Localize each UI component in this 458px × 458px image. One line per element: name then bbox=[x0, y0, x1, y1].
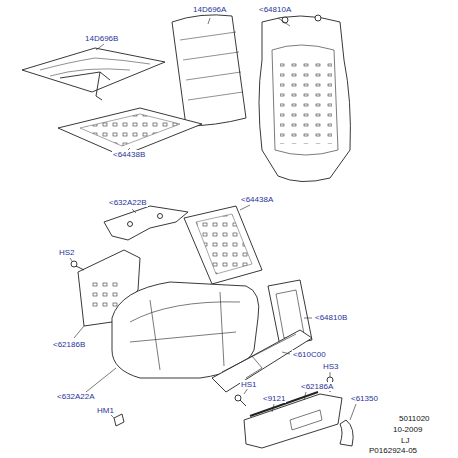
callout-number: <64810A bbox=[258, 5, 292, 14]
cover-seam bbox=[272, 45, 338, 155]
backrest-pad bbox=[184, 206, 262, 284]
callout-number: <632A22A bbox=[56, 392, 96, 401]
drawing-note: 10-2009 bbox=[392, 425, 423, 434]
outer-side-trim bbox=[244, 394, 342, 448]
callout-number: 14D696B bbox=[84, 34, 119, 43]
callout-number: HS3 bbox=[322, 362, 340, 371]
screw bbox=[71, 261, 333, 426]
callout-number: <61350 bbox=[350, 394, 379, 403]
callout-number: HS2 bbox=[58, 248, 76, 257]
backrest-heater-mat bbox=[172, 15, 246, 126]
callout-number: <64438B bbox=[112, 150, 146, 159]
callout-number: HS1 bbox=[240, 380, 258, 389]
drawing-note: P0162924-05 bbox=[368, 446, 418, 455]
drawing-note: LJ bbox=[400, 436, 410, 445]
callout-number: HM1 bbox=[96, 406, 115, 415]
seat-track bbox=[212, 330, 312, 392]
trim-strip bbox=[250, 392, 318, 416]
callout-number: <64438A bbox=[240, 195, 274, 204]
callout-number: <610C00 bbox=[292, 350, 327, 359]
callout-number: <62186A bbox=[300, 382, 334, 391]
callout-number: <632A22B bbox=[108, 198, 148, 207]
cushion-pad bbox=[58, 108, 202, 156]
trim-cap bbox=[340, 420, 353, 446]
cushion-heater-mat bbox=[22, 48, 165, 92]
callout-number: <62186B bbox=[52, 340, 86, 349]
cushion-bracket bbox=[104, 206, 188, 240]
callout-number: 14D696A bbox=[192, 5, 227, 14]
leader-line bbox=[70, 18, 356, 420]
callout-number: <9121 bbox=[262, 394, 286, 403]
backrest-cover bbox=[259, 16, 350, 182]
seat-cushion bbox=[112, 282, 259, 378]
heater-wire bbox=[60, 72, 110, 100]
drawing-note: 5011020 bbox=[398, 414, 431, 423]
callout-number: <64810B bbox=[314, 313, 348, 322]
heater-element bbox=[40, 58, 150, 76]
heater-element bbox=[180, 32, 243, 100]
